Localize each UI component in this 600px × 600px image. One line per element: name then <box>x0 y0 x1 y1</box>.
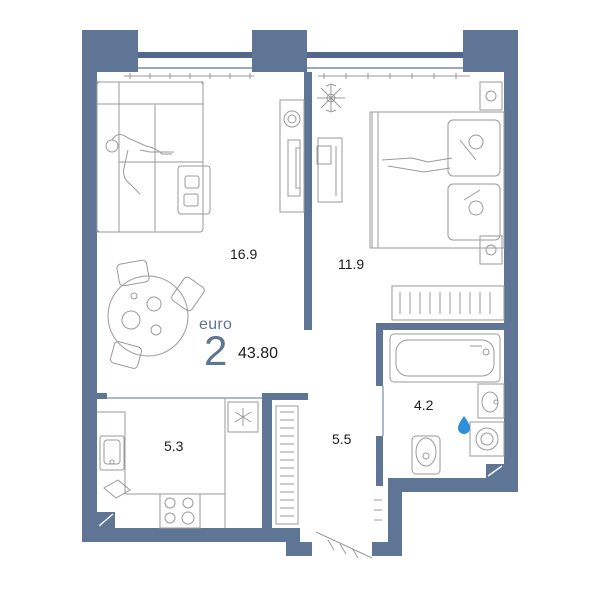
bathtub-icon <box>389 333 501 383</box>
window-sill-bedroom <box>307 52 463 58</box>
room-area-hall: 5.5 <box>332 431 352 447</box>
wall-top-middle <box>252 30 307 72</box>
room-area-kitchen: 5.3 <box>164 438 184 454</box>
room-count: 2 <box>204 327 228 374</box>
wall-top-left <box>82 30 138 72</box>
wall-bath-top <box>376 323 504 330</box>
furniture <box>96 73 505 559</box>
wall-bath-left <box>376 323 383 386</box>
wall-living-bedroom <box>304 72 312 330</box>
bed-icon <box>369 111 505 249</box>
walls <box>82 30 518 556</box>
desk-icon <box>316 137 343 203</box>
door-icon <box>315 499 382 559</box>
wall-bottom-notch-foot <box>286 542 312 556</box>
wall-hall-left <box>262 393 272 528</box>
window-sill-living <box>138 52 252 58</box>
wall-bottom-left <box>82 528 300 542</box>
hall-radiator-icon <box>275 405 299 525</box>
cutting-board-icon <box>103 479 131 499</box>
water-drop-icon <box>458 416 470 434</box>
nightstand-icon <box>479 81 503 265</box>
stove-icon <box>159 493 201 529</box>
wall-hall-left-cap <box>262 393 308 400</box>
tv-icon <box>279 99 305 213</box>
wall-step-vertical <box>388 478 402 556</box>
room-area-bathroom: 4.2 <box>414 397 434 413</box>
room-area-living: 16.9 <box>230 246 258 262</box>
wall-bath-bottom-column <box>376 436 383 486</box>
washing-machine-icon <box>469 421 505 457</box>
thin-partitions <box>97 386 384 436</box>
wall-kitchen-top <box>97 393 107 399</box>
apartment-class-label: euro <box>199 316 233 333</box>
coffee-table-icon <box>177 165 211 215</box>
sofa-icon <box>96 81 204 233</box>
wall-bottom-right <box>388 478 518 492</box>
curtain-living <box>124 73 254 79</box>
dining-table-icon <box>107 259 205 369</box>
wall-right <box>504 30 518 492</box>
toilet-icon <box>411 435 441 475</box>
pillar-marks <box>98 465 503 527</box>
wall-step-foot <box>372 542 402 556</box>
sink-icon <box>477 383 505 419</box>
room-area-bedroom: 11.9 <box>338 256 365 272</box>
kitchen-sink-icon <box>99 435 125 471</box>
curtain-bedroom <box>318 73 470 79</box>
wall-left <box>82 30 97 530</box>
kitchen-counter <box>97 398 226 528</box>
fridge-snowflake-icon <box>227 401 259 433</box>
plant-icon <box>317 83 345 113</box>
radiator-icon <box>391 285 505 321</box>
total-area: 43.80 <box>238 345 279 362</box>
